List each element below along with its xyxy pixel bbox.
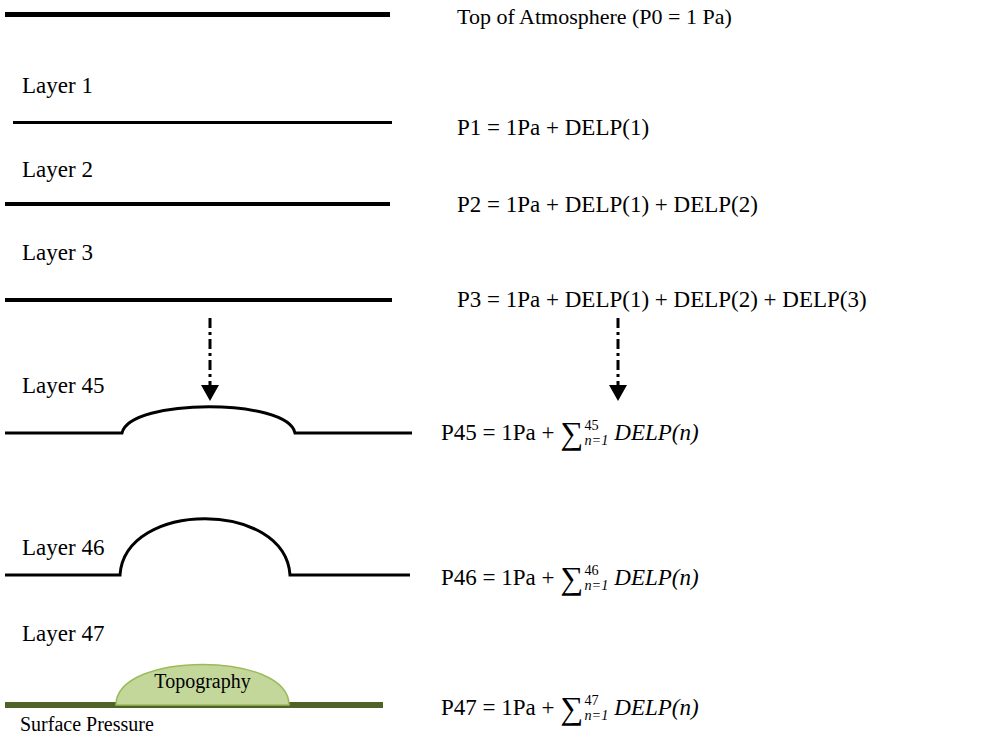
- arrow-head: [201, 385, 219, 401]
- sum-formula: P46 = 1Pa +∑46n=1DELP(n): [441, 562, 699, 594]
- lower-limit: n=1: [584, 708, 608, 723]
- formula-text: P47 = 1Pa +: [441, 695, 554, 721]
- layer-boundary: [5, 202, 390, 206]
- pressure-formula: P1 = 1Pa + DELP(1): [457, 115, 649, 141]
- formula-text: P45 = 1Pa +: [441, 420, 554, 446]
- top-boundary: [5, 12, 390, 17]
- layer-boundary: [5, 298, 392, 302]
- upper-limit: 46: [584, 563, 598, 578]
- dashed-arrow: [209, 318, 212, 386]
- lower-limit: n=1: [584, 433, 608, 448]
- upper-limit: 45: [584, 418, 598, 433]
- layer-name: Layer 2: [22, 157, 93, 183]
- dashed-arrow: [617, 318, 620, 386]
- formula-text: DELP(n): [614, 695, 698, 721]
- upper-limit: 47: [584, 693, 598, 708]
- sum-sign: ∑: [560, 417, 583, 449]
- layer-name: Layer 1: [22, 73, 93, 99]
- pressure-formula: P2 = 1Pa + DELP(1) + DELP(2): [457, 192, 758, 218]
- formula-text: DELP(n): [614, 420, 698, 446]
- sum-limits: 47n=1: [584, 693, 608, 723]
- lower-limit: n=1: [584, 578, 608, 593]
- layer-boundary: [5, 407, 412, 433]
- surface-label: Surface Pressure: [20, 712, 154, 735]
- sum-limits: 45n=1: [584, 418, 608, 448]
- arrow-head: [609, 385, 627, 401]
- layer-name: Layer 45: [22, 373, 104, 399]
- node-label: Topography: [115, 670, 290, 693]
- sum-limits: 46n=1: [584, 563, 608, 593]
- mound-outline: [116, 664, 289, 705]
- pressure-formula: P3 = 1Pa + DELP(1) + DELP(2) + DELP(3): [457, 287, 867, 313]
- layer-boundary: [13, 121, 392, 124]
- sum-formula: P47 = 1Pa +∑47n=1DELP(n): [441, 692, 699, 724]
- sum-formula: P45 = 1Pa +∑45n=1DELP(n): [441, 417, 699, 449]
- layer-name: Layer 47: [22, 621, 104, 647]
- sum-sign: ∑: [560, 692, 583, 724]
- sum-sign: ∑: [560, 562, 583, 594]
- layer-name: Layer 46: [22, 535, 104, 561]
- topography-mound: Topography: [115, 648, 290, 705]
- boundary-label: Top of Atmosphere (P0 = 1 Pa): [457, 4, 732, 29]
- formula-text: DELP(n): [614, 565, 698, 591]
- layer-name: Layer 3: [22, 240, 93, 266]
- layer-boundary: [5, 519, 410, 575]
- formula-text: P46 = 1Pa +: [441, 565, 554, 591]
